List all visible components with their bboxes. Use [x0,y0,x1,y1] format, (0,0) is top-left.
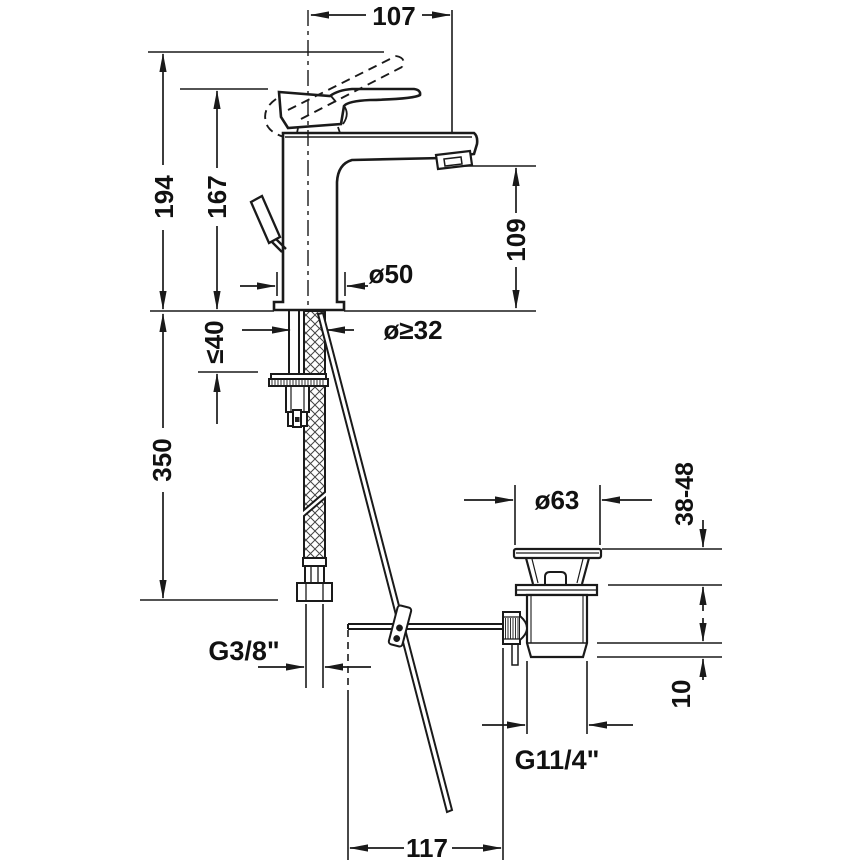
faucet-body-outline [249,55,504,814]
dim-total-height: 194 [149,175,179,219]
dim-outlet-height: 109 [501,218,531,261]
dim-clamping-range: 38-48 [671,462,699,526]
pivot-rod [347,623,504,630]
drain-assembly [502,547,603,666]
dim-max-deck-thickness: ≤40 [199,320,229,363]
dim-supply-thread: G3/8" [208,636,279,666]
waste-tailpiece [525,593,589,659]
pop-up-rod [316,311,454,814]
handle-raised-position [264,55,405,138]
dim-hole-diameter: ø≥32 [383,315,442,345]
dim-waste-thread: G11/4" [515,745,600,775]
lift-rod-knob [249,194,287,253]
dim-waste-collar-height: 10 [666,680,696,709]
dim-hose-length: 350 [147,438,177,481]
faucet-spout-and-column [272,131,479,312]
rod-clevis [387,604,413,648]
faucet-handle [277,87,422,130]
hose-connector-nut [296,582,333,602]
dimension-lines [159,11,707,852]
dim-base-diameter: ø50 [369,259,414,289]
aerator [434,149,474,171]
mounting-nut [268,373,329,428]
dimension-labels: 107 194 167 109 ø50 ø≥32 ≤40 350 ø63 38-… [147,1,699,863]
dim-body-height: 167 [202,175,232,218]
dim-spout-projection: 107 [372,1,415,31]
flexible-hose [296,310,333,602]
dim-waste-flange-diameter: ø63 [535,485,580,515]
extension-lines [140,10,722,860]
dim-rod-distance: 117 [406,833,448,863]
